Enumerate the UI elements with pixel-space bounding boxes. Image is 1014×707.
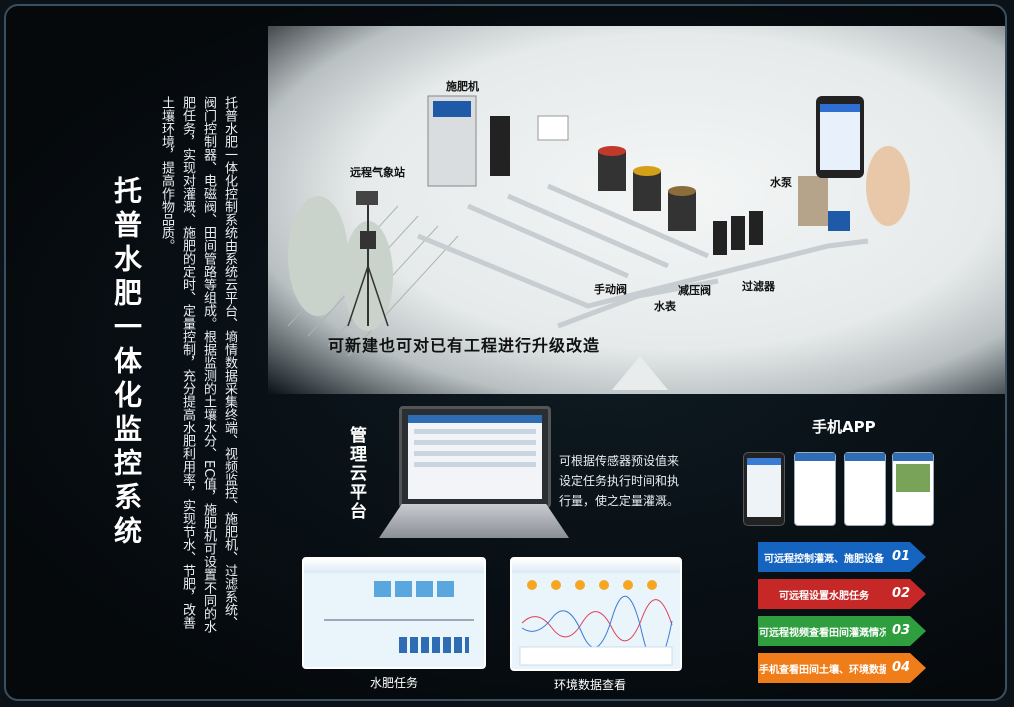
system-diagram: 施肥机 远程气象站 水泵 手动阀 水表 减压阀 过滤器 xyxy=(268,26,1005,394)
task-caption: 水肥任务 xyxy=(370,676,419,690)
env-caption: 环境数据查看 xyxy=(554,678,627,692)
laptop-icon xyxy=(399,406,551,508)
hand-phone xyxy=(816,96,910,226)
env-chart xyxy=(519,580,673,666)
irrigation-illustration xyxy=(287,95,910,357)
label-filter: 过滤器 xyxy=(742,280,775,293)
fertilizer-tanks xyxy=(537,115,696,231)
label-manual-valve: 手动阀 xyxy=(594,283,627,296)
feature-text: 手机查看田间土壤、环境数据 xyxy=(758,653,890,683)
feature-text: 可远程控制灌溉、施肥设备 xyxy=(758,542,890,572)
feature-text: 可远程设置水肥任务 xyxy=(758,579,890,609)
laptop-screen-content xyxy=(408,415,542,499)
feature-3: 可远程视频查看田间灌溉情况 03 xyxy=(758,616,926,646)
pump-shape xyxy=(828,211,850,231)
feature-number: 03 xyxy=(892,623,911,638)
feature-number: 04 xyxy=(892,660,911,675)
feature-number: 01 xyxy=(892,549,911,564)
app-title: 手机APP xyxy=(812,418,876,436)
crop-plants xyxy=(288,196,393,331)
app-screenshot-4 xyxy=(892,452,934,526)
label-pump: 水泵 xyxy=(770,176,792,189)
up-arrow-icon xyxy=(612,356,668,390)
label-weather-station: 远程气象站 xyxy=(350,166,405,179)
pipelines xyxy=(417,183,869,329)
weather-station-shape xyxy=(347,191,389,327)
env-screen xyxy=(510,557,682,671)
app-screenshot-1 xyxy=(743,452,785,526)
pump-motor-shape xyxy=(490,116,510,176)
app-screenshot-2 xyxy=(794,452,836,526)
task-screen xyxy=(302,557,486,669)
feature-1: 可远程控制灌溉、施肥设备 01 xyxy=(758,542,926,572)
slogan: 可新建也可对已有工程进行升级改造 xyxy=(328,336,601,355)
feature-text: 可远程视频查看田间灌溉情况 xyxy=(758,616,890,646)
feature-number: 02 xyxy=(892,586,911,601)
label-water-meter: 水表 xyxy=(654,300,676,313)
feature-4: 手机查看田间土壤、环境数据 04 xyxy=(758,653,926,683)
cloud-platform-desc: 可根据传感器预设值来设定任务执行时间和执行量，使之定量灌溉。 xyxy=(559,454,680,508)
cloud-platform-label: 管理云平台 xyxy=(346,426,366,521)
laptop-keyboard xyxy=(379,504,569,538)
label-fertilizer-machine: 施肥机 xyxy=(446,80,479,93)
label-pressure-valve: 减压阀 xyxy=(678,284,711,297)
feature-2: 可远程设置水肥任务 02 xyxy=(758,579,926,609)
page-title: 托普水肥一体化监控系统 xyxy=(110,176,143,550)
filter-shapes xyxy=(713,211,763,255)
app-screenshot-3 xyxy=(844,452,886,526)
fertilizer-machine-panel xyxy=(433,101,471,117)
main-frame: 托普水肥一体化监控系统 托普水肥一体化控制系统由系统云平台、墒情数据采集终端、视… xyxy=(4,4,1007,701)
system-description: 托普水肥一体化控制系统由系统云平台、墒情数据采集终端、视频监控、施肥机、过滤系统… xyxy=(159,96,237,634)
pump-house-shape xyxy=(798,176,828,226)
